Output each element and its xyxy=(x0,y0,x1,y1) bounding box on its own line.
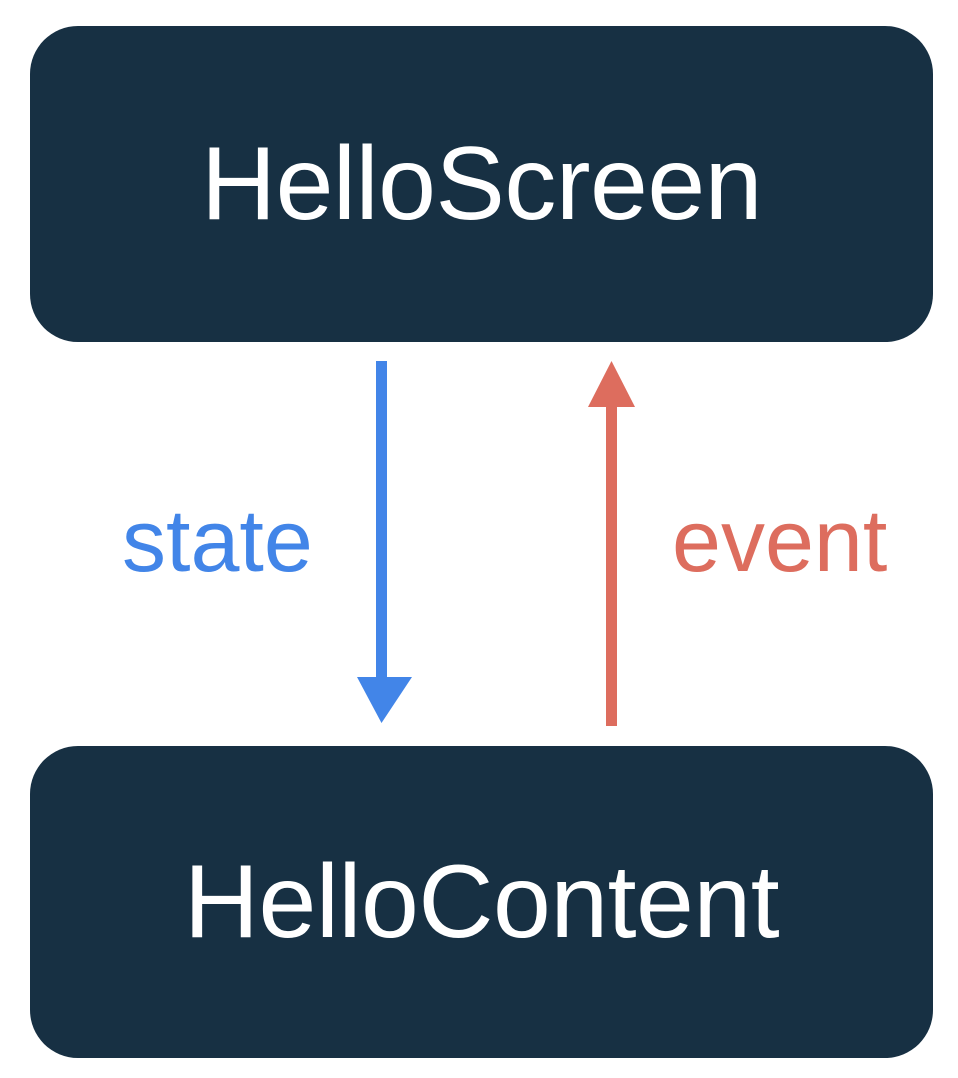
state-arrow-down-icon xyxy=(357,361,412,723)
edge-label-event: event xyxy=(672,491,888,590)
node-hello-content[interactable]: HelloContent xyxy=(30,746,933,1058)
node-hello-screen-label: HelloScreen xyxy=(200,126,763,242)
node-hello-content-label: HelloContent xyxy=(183,844,780,960)
node-hello-screen[interactable]: HelloScreen xyxy=(30,26,933,342)
edge-label-state: state xyxy=(122,491,313,590)
event-arrow-up-icon xyxy=(588,361,635,726)
